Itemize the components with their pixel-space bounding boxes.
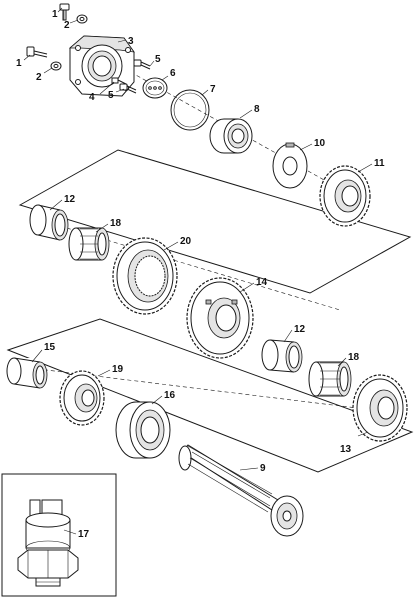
callout-19: 19 [112,364,124,375]
callout-15: 15 [44,342,56,353]
snap-ring-7 [170,89,210,131]
callout-labels: 1 2 3 1 2 5 6 4 5 7 8 10 11 12 18 20 14 … [16,9,385,540]
gear-19 [59,370,105,426]
bolt-1-lower [26,46,48,58]
group-frame-lower [6,318,414,473]
bearing-8 [209,118,253,154]
cover-6 [142,77,168,99]
callout-9: 9 [260,463,266,474]
callout-13: 13 [340,444,352,455]
shaft-9 [178,444,304,537]
callout-14: 14 [256,277,268,288]
bushing-12-lower [261,339,303,373]
needle-bearing-18-upper [68,227,110,261]
bushing-12-upper [29,204,69,241]
bushing-15 [6,357,48,389]
gear-11 [319,165,371,227]
washer-2-lower [50,61,62,71]
callout-4: 4 [89,92,95,103]
bolt-5-upper [133,59,151,70]
pin-4 [111,77,127,85]
callout-2-upper: 2 [64,20,70,31]
callout-2-lower: 2 [36,72,42,83]
callout-17: 17 [78,529,90,540]
callout-6: 6 [170,68,176,79]
callout-20: 20 [180,236,192,247]
sleeve-20 [112,237,178,315]
bolt-5-lower [119,83,137,94]
callout-10: 10 [314,138,326,149]
callout-12-upper: 12 [64,194,76,205]
sensor-17 [17,499,79,587]
inset-frame [1,473,117,597]
bearing-16 [115,401,171,459]
gear-14 [186,277,254,359]
callout-8: 8 [254,104,260,115]
callout-5-lower: 5 [108,90,114,101]
leader-lines [23,7,373,535]
callout-7: 7 [210,84,216,95]
bolt-1-upper [59,3,70,21]
thrust-washer-10 [272,142,308,189]
callout-1-lower: 1 [16,58,22,69]
callout-18-upper: 18 [110,218,122,229]
callout-16: 16 [164,390,176,401]
needle-bearing-18-lower [308,361,352,397]
callout-1-upper: 1 [52,9,58,20]
callout-18-lower: 18 [348,352,360,363]
washer-2-upper [76,14,88,24]
group-frame-upper [18,149,412,294]
callout-12-lower: 12 [294,324,306,335]
callout-5-upper: 5 [155,54,161,65]
callout-11: 11 [374,158,385,169]
gear-13 [352,374,408,442]
callout-3: 3 [128,36,134,47]
